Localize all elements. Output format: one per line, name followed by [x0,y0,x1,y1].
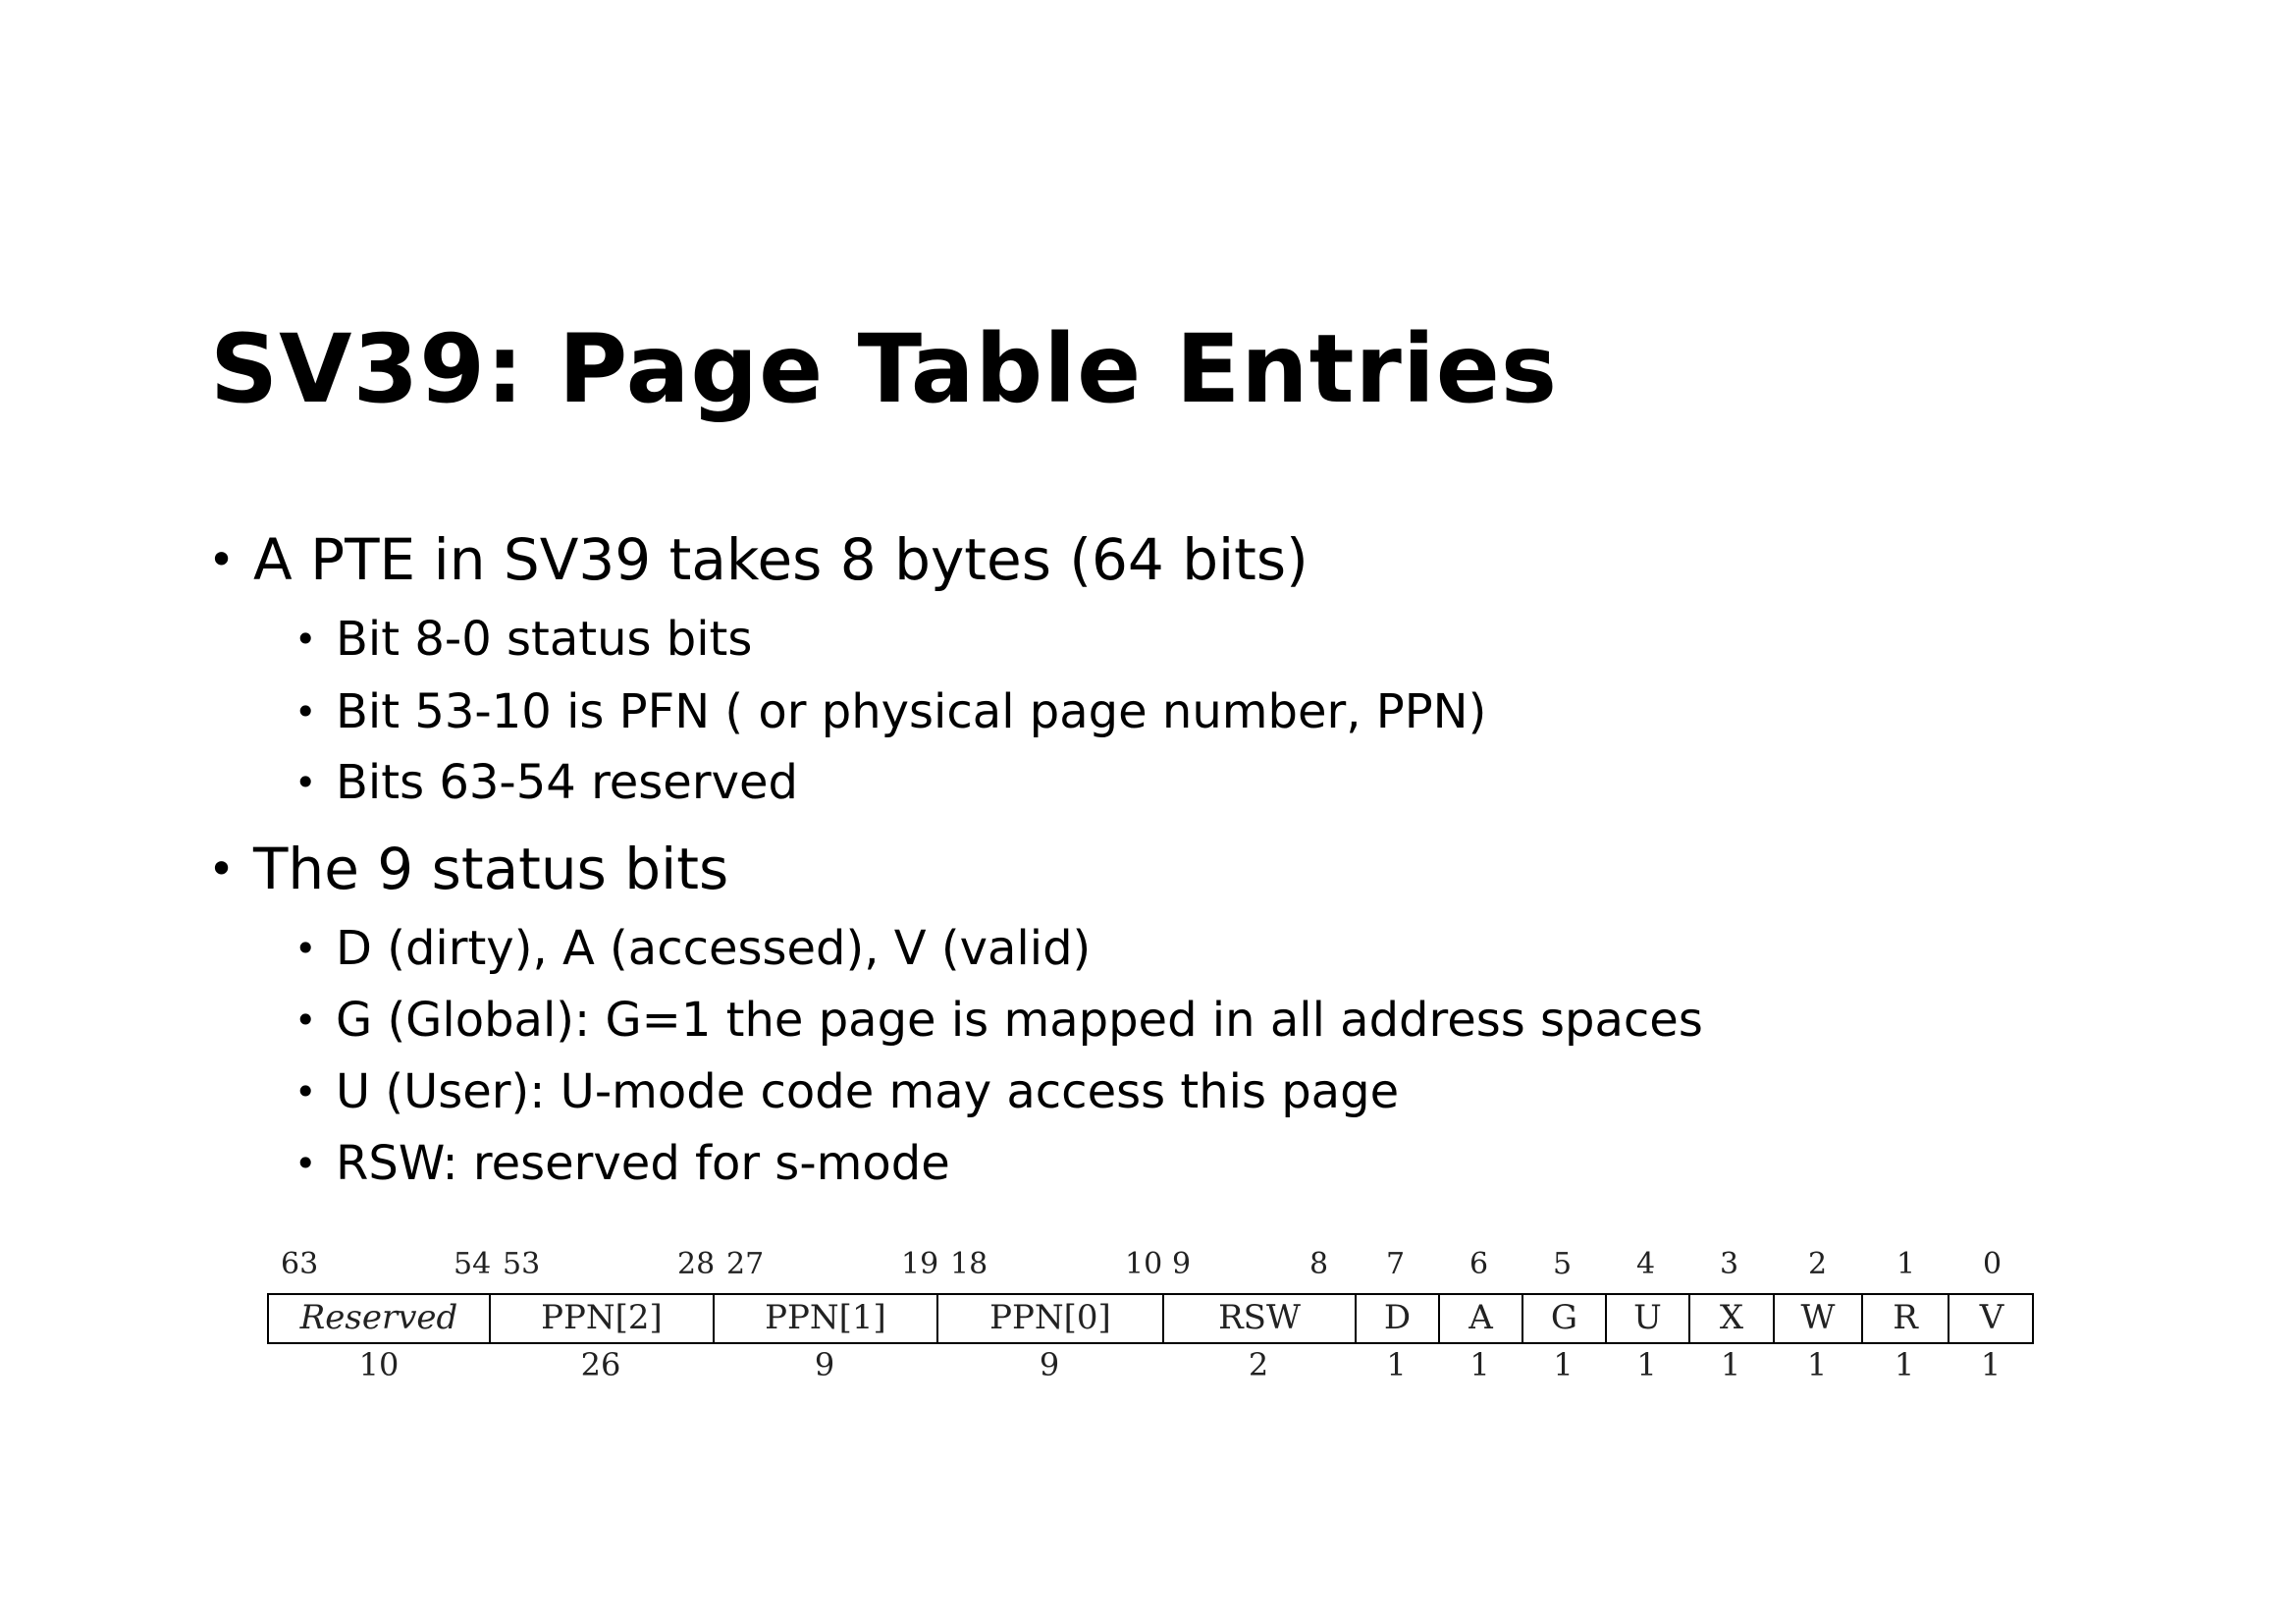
field-ppn2: PPN[2] [489,1293,713,1344]
bullet-text: A PTE in SV39 takes 8 bytes (64 bits) [253,526,1308,593]
bullet-pte-size: • A PTE in SV39 takes 8 bytes (64 bits) [208,525,1308,594]
field-width-w: 1 [1806,1346,1828,1383]
field-width-x: 1 [1720,1346,1741,1383]
field-u: U [1605,1293,1688,1344]
field-width-u: 1 [1636,1346,1657,1383]
sub-bullet-global: • G (Global): G=1 the page is mapped in … [294,992,1703,1049]
sub-bullet-text: D (dirty), A (accessed), V (valid) [336,921,1092,976]
field-reserved: Reserved [299,1298,458,1337]
field-a: A [1438,1293,1522,1344]
sub-bullet-text: Bits 63-54 reserved [336,755,798,810]
sub-bullet-pfn: • Bit 53-10 is PFN ( or physical page nu… [294,683,1487,740]
field-width-rsw: 2 [1248,1346,1269,1383]
sub-bullet-text: Bit 8-0 status bits [336,612,753,667]
field-ppn0: PPN[0] [936,1293,1162,1344]
field-d: D [1355,1293,1438,1344]
bullet-list: • A PTE in SV39 takes 8 bytes (64 bits) … [208,525,1703,1192]
bullet-dot: • [294,1070,317,1113]
sub-bullet-reserved: • Bits 63-54 reserved [294,754,798,811]
sub-bullet-text: U (User): U-mode code may access this pa… [336,1064,1400,1119]
field-x: X [1688,1293,1773,1344]
bullet-dot: • [208,533,236,586]
field-w: W [1773,1293,1861,1344]
bullet-dot: • [294,999,317,1042]
bullet-dot: • [294,618,317,661]
field-v: V [1948,1293,2034,1344]
field-width-g: 1 [1553,1346,1574,1383]
field-width-d: 1 [1386,1346,1407,1383]
sub-bullet-rsw: • RSW: reserved for s-mode [294,1135,950,1192]
field-g: G [1522,1293,1605,1344]
field-width-v: 1 [1980,1346,2002,1383]
field-width-ppn0: 9 [1039,1346,1060,1383]
slide-title: SV39: Page Table Entries [210,314,1559,424]
field-rsw: RSW [1162,1293,1355,1344]
field-width-reserved: 10 [358,1346,400,1383]
bullet-dot: • [208,842,236,895]
field-width-r: 1 [1894,1346,1915,1383]
field-width-a: 1 [1469,1346,1490,1383]
field-width-ppn2: 26 [580,1346,621,1383]
sub-bullet-status-bits: • Bit 8-0 status bits [294,611,753,668]
field-r: R [1861,1293,1948,1344]
bullet-dot: • [294,761,317,804]
bullet-dot: • [294,927,317,970]
bullet-dot: • [294,1142,317,1185]
field-width-ppn1: 9 [814,1346,835,1383]
sub-bullet-dav: • D (dirty), A (accessed), V (valid) [294,920,1092,977]
bullet-text: The 9 status bits [253,836,729,902]
sub-bullet-user: • U (User): U-mode code may access this … [294,1063,1400,1120]
sub-bullet-text: RSW: reserved for s-mode [336,1136,950,1191]
sub-bullet-text: Bit 53-10 is PFN ( or physical page numb… [336,684,1487,739]
bullet-dot: • [294,690,317,733]
bullet-nine-status-bits: • The 9 status bits [208,835,729,903]
field-ppn1: PPN[1] [713,1293,936,1344]
sub-bullet-text: G (Global): G=1 the page is mapped in al… [336,993,1703,1048]
